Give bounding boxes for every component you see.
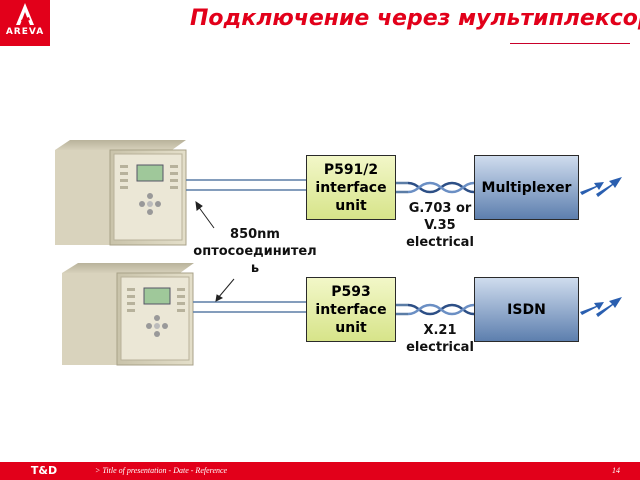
- footer-bar: [0, 462, 640, 480]
- optical-label-line2: оптосоединител: [193, 244, 317, 259]
- relay-device-icon: [55, 140, 187, 246]
- relay-device-icon: [62, 263, 194, 366]
- p591-interface-unit: P591/2 interface unit: [306, 155, 396, 220]
- optical-label-line3: ь: [250, 261, 260, 276]
- lightning-link-icon: [580, 177, 622, 197]
- bottom-link-label-line2: electrical: [406, 340, 474, 355]
- bottom-link-label: X.21 electrical: [390, 322, 490, 356]
- twisted-pair-cable-icon: [396, 303, 475, 316]
- diagram-graphics: [55, 140, 622, 366]
- multiplexer-box: Multiplexer: [474, 155, 579, 220]
- title-underline: [510, 43, 630, 44]
- optical-label-line1: 850nm: [230, 227, 280, 242]
- top-link-label-line3: electrical: [406, 235, 474, 250]
- top-link-label-line2: V.35: [424, 218, 456, 233]
- optical-fiber-lines-bottom: [193, 301, 306, 313]
- label-pointer-arrows: [195, 200, 235, 302]
- top-link-label-line1: G.703 or: [408, 201, 472, 216]
- lightning-link-icon: [580, 297, 622, 317]
- areva-logo-mark-icon: [16, 3, 34, 25]
- footer-text: > Title of presentation - Date - Referen…: [95, 466, 228, 475]
- twisted-pair-cable-icon: [396, 181, 475, 194]
- brand-name: AREVA: [5, 27, 45, 37]
- optical-connector-label: 850nm оптосоединител ь: [180, 226, 330, 277]
- areva-logo: AREVA: [0, 0, 50, 46]
- p593-interface-unit: P593 interface unit: [306, 277, 396, 342]
- page-title: Подключение через мультиплексор: [190, 6, 640, 31]
- top-link-label: G.703 or V.35 electrical: [390, 200, 490, 251]
- isdn-box: ISDN: [474, 277, 579, 342]
- bottom-link-label-line1: X.21: [423, 323, 457, 338]
- page-number: 14: [612, 466, 620, 475]
- footer-brand-sub: T&D: [30, 464, 58, 477]
- optical-fiber-lines-top: [186, 179, 306, 191]
